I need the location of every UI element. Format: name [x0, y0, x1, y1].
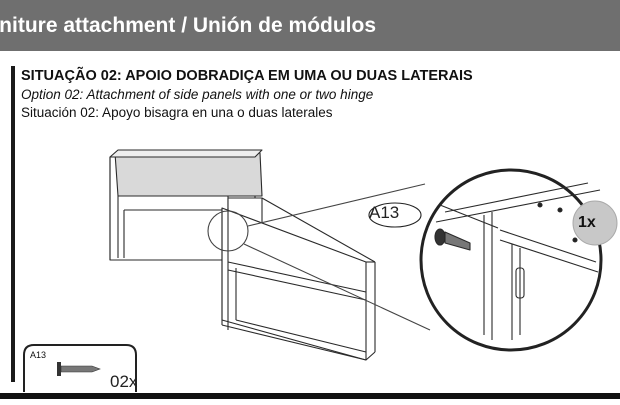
parts-box-quantity: 02x: [110, 372, 138, 391]
quantity-badge-circle: [572, 200, 618, 246]
section-header: rniture attachment / Unión de módulos: [0, 0, 620, 51]
screw-icon: [57, 362, 101, 376]
lower-cabinet: [221, 197, 376, 361]
section-title: rniture attachment / Unión de módulos: [0, 14, 377, 37]
screw-detail: [434, 228, 471, 251]
detail-callout-circle: [207, 210, 249, 252]
parts-box-code: A13: [30, 350, 47, 360]
situation-title-es: Situación 02: Apoyo bisagra en una o dua…: [21, 105, 333, 120]
bottom-rule: [0, 393, 620, 399]
quantity-badge: 1x: [578, 214, 596, 231]
parts-box: [23, 344, 137, 392]
part-label: A13: [369, 203, 400, 222]
situation-title-en: Option 02: Attachment of side panels wit…: [21, 87, 374, 102]
left-margin-bar: [11, 66, 15, 382]
situation-title-pt: SITUAÇÃO 02: APOIO DOBRADIÇA EM UMA OU D…: [21, 68, 473, 84]
zoom-detail: [419, 168, 603, 352]
